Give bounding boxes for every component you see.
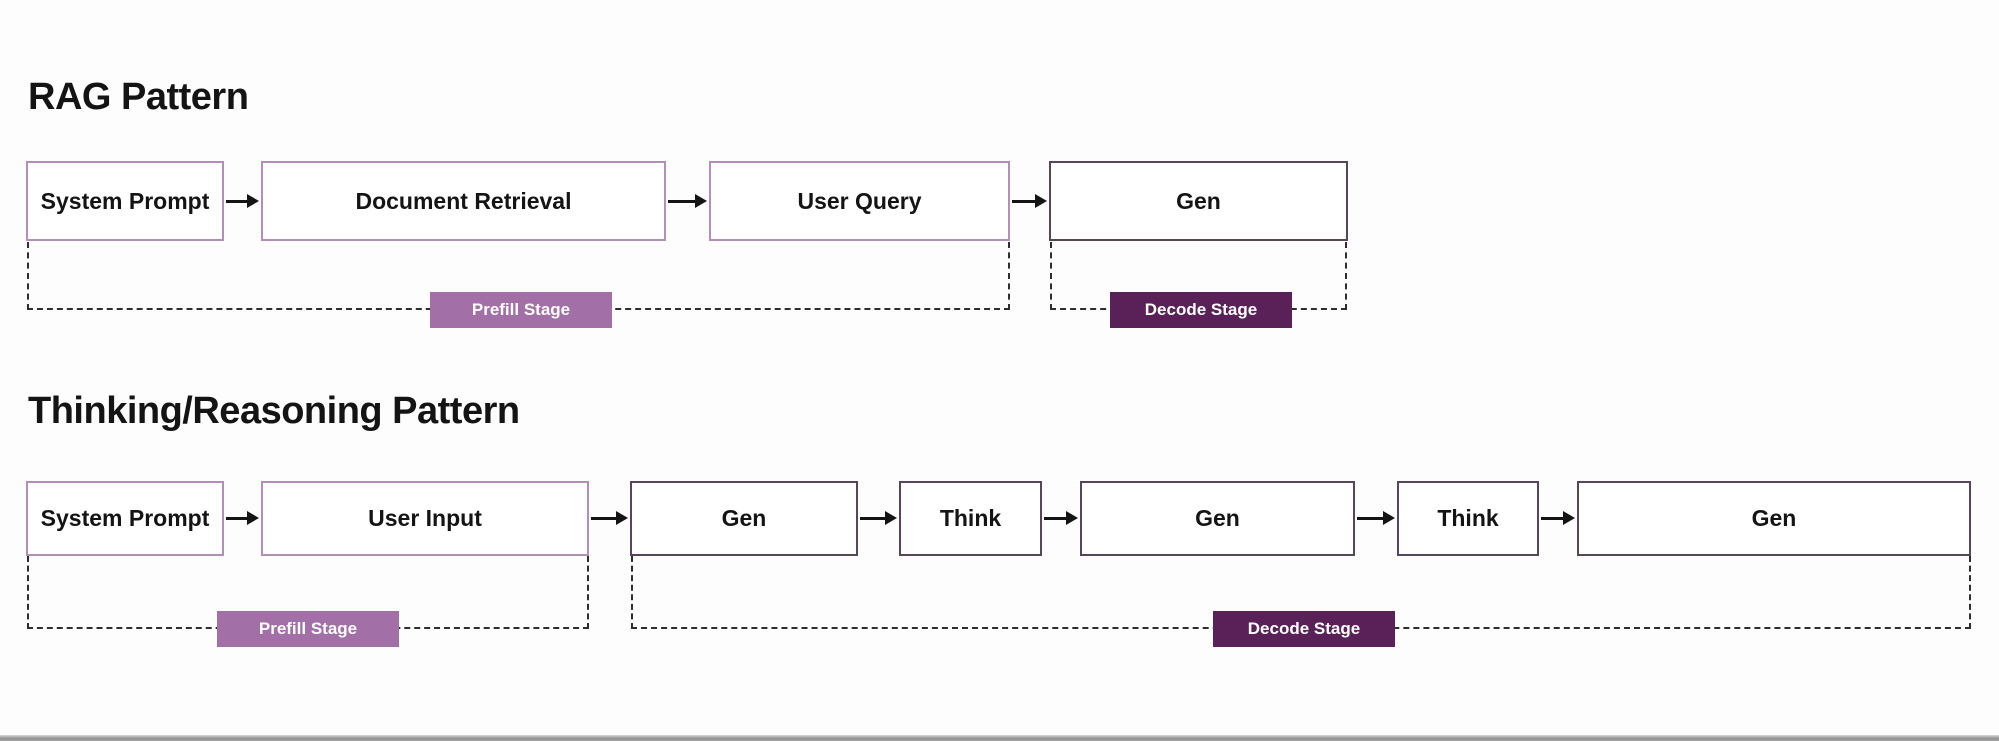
prefill-stage-badge: Prefill Stage (217, 611, 399, 647)
arrow-right-icon (1357, 510, 1395, 526)
node-gen: Gen (1049, 161, 1348, 241)
stage-badge-label: Prefill Stage (471, 300, 571, 319)
node-document-retrieval: Document Retrieval (261, 161, 666, 241)
section-title-thinking-reasoning-pattern: Thinking/Reasoning Pattern (28, 390, 520, 432)
stage-badge-label: Decode Stage (1247, 619, 1361, 638)
arrow-right-icon (668, 193, 707, 209)
node-system-prompt: System Prompt (26, 481, 224, 556)
node-label: User Input (368, 505, 482, 531)
node-gen: Gen (1080, 481, 1355, 556)
arrow-right-icon (1541, 510, 1575, 526)
node-label: Gen (1751, 505, 1797, 531)
arrow-right-icon (1044, 510, 1078, 526)
node-label: Think (939, 505, 1002, 531)
node-user-query: User Query (709, 161, 1010, 241)
slide-bottom-edge (0, 735, 1999, 741)
node-gen: Gen (1577, 481, 1971, 556)
node-system-prompt: System Prompt (26, 161, 224, 241)
node-label: System Prompt (40, 505, 210, 531)
node-label: Gen (721, 505, 767, 531)
arrow-right-icon (226, 193, 259, 209)
node-label: System Prompt (40, 187, 210, 214)
node-label: Gen (1195, 505, 1240, 531)
node-user-input: User Input (261, 481, 589, 556)
decode-stage-badge: Decode Stage (1110, 292, 1292, 328)
node-label: Gen (1176, 187, 1221, 214)
node-gen: Gen (630, 481, 858, 556)
node-label: Document Retrieval (355, 187, 572, 214)
node-label: Think (1437, 505, 1499, 531)
stage-badge-label: Prefill Stage (258, 619, 358, 638)
section-title-rag-pattern: RAG Pattern (28, 76, 249, 118)
decode-stage-badge: Decode Stage (1213, 611, 1395, 647)
arrow-right-icon (226, 510, 259, 526)
node-label: User Query (797, 187, 922, 214)
arrow-right-icon (860, 510, 897, 526)
arrow-right-icon (1012, 193, 1047, 209)
prefill-stage-badge: Prefill Stage (430, 292, 612, 328)
stage-badge-label: Decode Stage (1144, 300, 1258, 319)
node-think: Think (899, 481, 1042, 556)
arrow-right-icon (591, 510, 628, 526)
node-think: Think (1397, 481, 1539, 556)
